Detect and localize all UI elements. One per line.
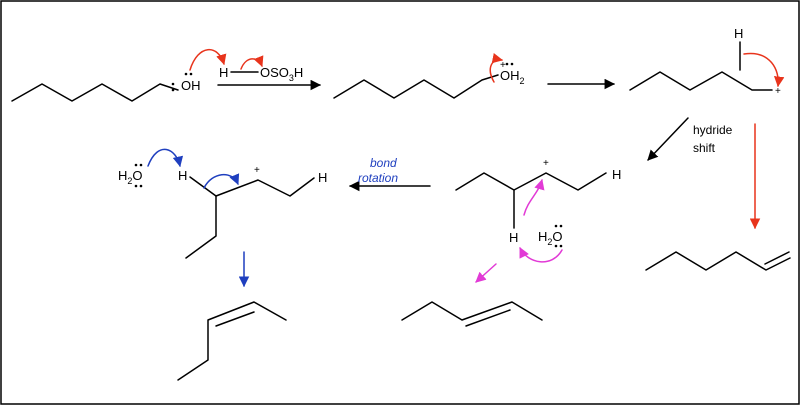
acid-h-label: H — [219, 65, 228, 80]
lone-pair-dot — [134, 184, 138, 188]
curved-arrow-red-bond-to-o — [240, 55, 264, 70]
sulfuric-acid: H OSO3H — [219, 65, 303, 83]
terminal-h-label: H — [612, 167, 621, 182]
oxonium-charge: + — [500, 60, 506, 71]
trans-2-pentene-product — [401, 301, 543, 327]
rotated-carbocation-charge: + — [254, 165, 260, 176]
lone-pair-dot — [554, 244, 558, 248]
bond-rotation-label-line2: rotation — [358, 171, 398, 185]
trans-pentene-chain — [401, 301, 543, 321]
lone-pair-dot — [189, 72, 193, 76]
carbocation-charge: + — [775, 86, 781, 97]
1-pentene-product — [645, 251, 791, 271]
rotated-carbocation: H2O H + H — [118, 163, 327, 259]
secondary-carbocation: + H H H2O — [455, 158, 621, 248]
water-label-left: H2O — [118, 168, 143, 186]
cis-2-pentene-product — [177, 301, 287, 381]
lone-pair-dot — [510, 62, 514, 66]
curved-arrow-red-leaving-group — [489, 53, 504, 83]
secondary-carbocation-charge: + — [543, 158, 549, 169]
lone-pair-dot — [134, 163, 138, 167]
lone-pair-dot — [184, 72, 188, 76]
water-label-mid: H2O — [538, 229, 563, 247]
hydride-shift-arrow — [647, 117, 689, 161]
curved-arrow-blue-bond — [203, 173, 240, 189]
lone-pair-dot — [139, 163, 143, 167]
rotated-chain-upper — [215, 177, 315, 197]
pentene-chain — [645, 251, 791, 271]
primary-carbocation: H + — [629, 26, 781, 97]
rotated-c-h-bond — [189, 176, 217, 197]
oso3h-label: OSO3H — [260, 65, 303, 83]
oxonium-molecule: + OH2 — [333, 60, 525, 99]
pentanol-chain — [11, 83, 179, 102]
rotated-chain-lower — [185, 195, 217, 259]
lower-h-label: H — [509, 230, 518, 245]
lone-pair-dot — [559, 244, 563, 248]
rotated-terminal-h-label: H — [318, 170, 327, 185]
curved-arrow-blue-water — [147, 148, 184, 168]
secondary-carbocation-chain — [455, 172, 607, 191]
oxonium-label: OH2 — [500, 68, 525, 86]
bond-rotation-label-line1: bond — [370, 156, 397, 170]
pentanol-molecule: OH — [11, 72, 201, 102]
lone-pair-dot — [171, 88, 175, 92]
lone-pair-dot — [139, 184, 143, 188]
curved-arrow-magenta-bond — [523, 178, 545, 216]
lone-pair-dot — [505, 62, 509, 66]
pentene-double-bond — [764, 251, 790, 265]
cis-pentene-double-bond — [215, 311, 255, 327]
curved-arrow-red-hydride — [743, 52, 785, 88]
oxonium-chain — [333, 74, 499, 99]
pentanol-oh-label: OH — [181, 78, 201, 93]
hydride-shift-label-line1: hydride — [693, 123, 733, 137]
cis-pentene-chain — [177, 301, 287, 381]
curved-arrow-magenta-water — [519, 247, 563, 263]
hydride-shift-label-line2: shift — [693, 141, 716, 155]
lone-pair-dot — [554, 224, 558, 228]
elimination-arrow-magenta — [475, 263, 497, 283]
lone-pair-dot — [171, 82, 175, 86]
curved-arrow-red-o-to-h — [189, 48, 227, 71]
carbocation-chain — [629, 71, 773, 91]
lone-pair-dot — [559, 224, 563, 228]
trans-pentene-double-bond — [465, 309, 511, 327]
rotated-h-label: H — [178, 168, 187, 183]
carbocation-h-label: H — [734, 26, 743, 41]
